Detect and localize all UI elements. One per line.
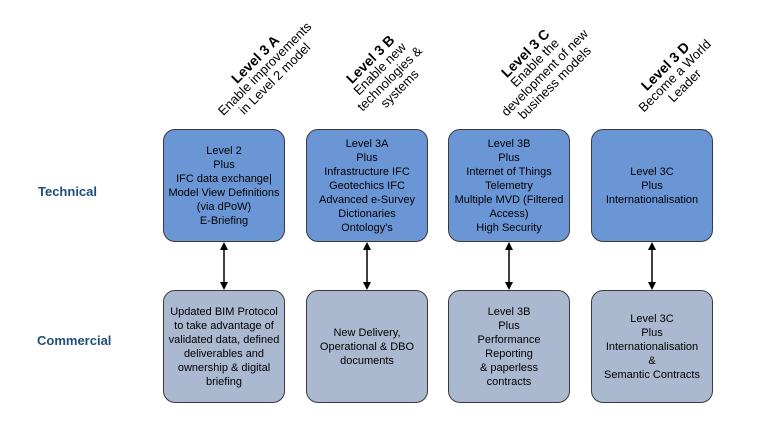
box-line: New Delivery, [333, 326, 401, 339]
box-line: Level 3A [345, 137, 389, 150]
box-line: Operational & DBO [319, 340, 415, 353]
box-line: briefing [205, 375, 243, 388]
box-line: Plus [356, 151, 378, 164]
box-line: to take advantage of [174, 319, 274, 332]
box-line: Semantic Contracts [604, 368, 700, 381]
box-line: Level 3C [630, 165, 674, 178]
box-line: & [648, 354, 656, 367]
box-line: validated data, defined [168, 333, 280, 346]
row-label-commercial: Commercial [37, 333, 112, 348]
box-line: Level 3C [630, 312, 674, 325]
commercial-box-3d: Level 3C Plus Internationalisation & Sem… [591, 290, 713, 403]
row-label-technical: Technical [38, 184, 98, 199]
box-line: Geotechics IFC [329, 179, 405, 192]
box-line: Internationalisation [605, 193, 699, 206]
box-line: Access) [489, 207, 529, 220]
box-line: documents [340, 354, 394, 367]
box-line: Infrastructure IFC [324, 165, 410, 178]
box-line: Plus [498, 151, 520, 164]
box-line: Multiple MVD (Filtered [454, 193, 564, 206]
box-line: ownership & digital [177, 361, 271, 374]
commercial-box-3c: Level 3B Plus Performance Reporting & pa… [448, 290, 570, 403]
box-line: & paperless [479, 361, 539, 374]
box-line: Internationalisation [605, 340, 699, 353]
technical-box-3b: Level 3A Plus Infrastructure IFC Geotech… [306, 129, 428, 242]
box-line: Level 3B [487, 305, 531, 318]
box-line: Plus [498, 319, 520, 332]
box-line: Level 2 [206, 144, 242, 157]
technical-box-3d: Level 3C Plus Internationalisation [591, 129, 713, 242]
box-line: Telemetry [485, 179, 533, 192]
box-line: Reporting [485, 347, 533, 360]
box-line: Level 3B [487, 137, 531, 150]
box-line: Dictionaries [338, 207, 396, 220]
box-line: (via dPoW) [196, 200, 252, 213]
box-line: IFC data exchange| [176, 172, 272, 185]
commercial-box-3b: New Delivery, Operational & DBO document… [306, 290, 428, 403]
box-line: Plus [641, 326, 663, 339]
box-line: deliverables and [183, 347, 265, 360]
commercial-box-3a: Updated BIM Protocol to take advantage o… [163, 290, 285, 403]
box-line: Plus [213, 158, 235, 171]
box-line: Performance [477, 333, 541, 346]
box-line: Advanced e-Survey [319, 193, 415, 206]
technical-box-3c: Level 3B Plus Internet of Things Telemet… [448, 129, 570, 242]
box-line: E-Briefing [199, 214, 249, 227]
box-line: Updated BIM Protocol [170, 305, 278, 318]
box-line: contracts [486, 375, 532, 388]
box-line: Plus [641, 179, 663, 192]
box-line: Internet of Things [466, 165, 552, 178]
box-line: Ontology's [341, 221, 393, 234]
box-line: Model View Definitions [168, 186, 280, 199]
box-line: High Security [476, 221, 542, 234]
technical-box-3a: Level 2 Plus IFC data exchange| Model Vi… [163, 129, 285, 242]
